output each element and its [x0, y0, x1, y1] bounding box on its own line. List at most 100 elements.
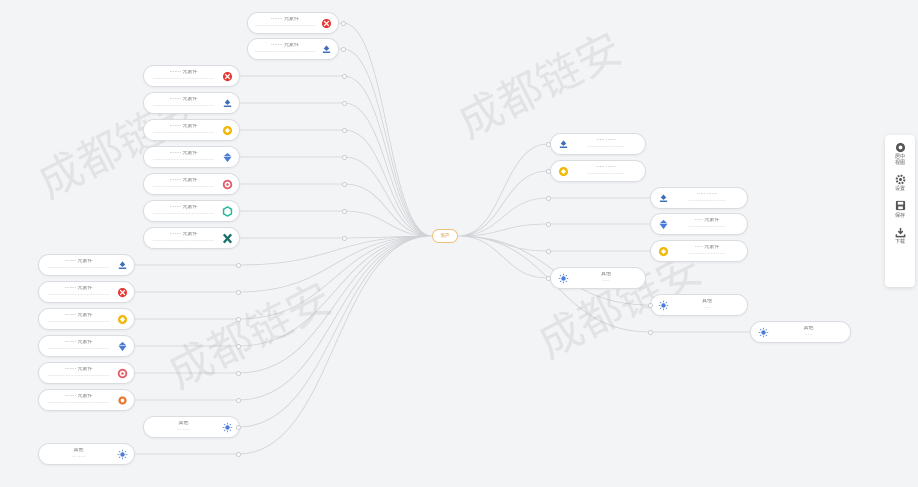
left-node[interactable]: ······· 元素件·····························… — [38, 281, 135, 303]
node-address: ········································… — [47, 373, 110, 379]
connection-line — [457, 170, 549, 237]
node-address: ········································… — [254, 49, 316, 55]
stack-icon — [320, 43, 332, 55]
node-title: ······· 元素件 — [169, 151, 198, 157]
right-node[interactable]: 其他····· — [550, 267, 646, 289]
connector-dot — [341, 208, 347, 214]
stack-icon — [116, 259, 128, 271]
connection-line — [457, 223, 549, 237]
connector-dot — [341, 73, 347, 79]
node-address: ··· ····· — [71, 454, 86, 460]
connection-line — [343, 183, 433, 237]
x-icon — [221, 232, 233, 244]
node-title: ······· 元素件 — [169, 124, 198, 130]
node-address: ····· — [804, 332, 813, 338]
center-view-button[interactable]: 居中 视图 — [890, 141, 910, 166]
node-title: ······· 元素件 — [64, 286, 93, 292]
node-text: ····· 元素件························· — [673, 245, 741, 257]
stack-icon — [221, 97, 233, 109]
node-text: ······· 元素件·····························… — [45, 340, 112, 352]
node-address: ········································… — [152, 211, 215, 217]
node-address: ········································… — [152, 76, 215, 82]
node-text: 其他··· ····· — [150, 421, 217, 433]
node-text: ······· 元素件·····························… — [45, 367, 112, 379]
left-node[interactable]: 其他··· ····· — [38, 443, 135, 465]
right-node[interactable]: ····· 元素件························· — [650, 240, 748, 262]
connection-line — [237, 235, 433, 401]
left-node[interactable]: ······· 元素件·····························… — [38, 362, 135, 384]
connector-dot — [235, 451, 241, 457]
left-node[interactable]: ······· 元素件·····························… — [38, 254, 135, 276]
spark-icon — [657, 299, 669, 311]
connection-line — [237, 235, 433, 320]
node-text: ····· ······························· — [673, 192, 741, 204]
connection-line — [457, 235, 549, 279]
connection-line — [237, 235, 433, 293]
connection-line — [237, 235, 433, 266]
node-title: ····· ······ — [596, 165, 616, 171]
stack-icon — [657, 192, 669, 204]
right-node[interactable]: ····· 元素件························· — [650, 213, 748, 235]
node-title: ····· ······ — [697, 192, 717, 198]
node-text: ······· 元素件·····························… — [45, 259, 112, 271]
left-node[interactable]: ······· 元素件·····························… — [247, 38, 339, 60]
left-node[interactable]: 其他··· ····· — [143, 416, 240, 438]
settings-button[interactable]: 设置 — [890, 173, 910, 193]
center-view-label: 居中 视图 — [894, 154, 905, 166]
download-button[interactable]: 下载 — [890, 226, 910, 246]
left-node[interactable]: ······· 元素件·····························… — [143, 119, 240, 141]
node-title: 其他 — [600, 272, 611, 278]
left-node[interactable]: ······· 元素件·····························… — [143, 146, 240, 168]
node-address: ··· ····· — [176, 427, 191, 433]
connector-dot — [341, 154, 347, 160]
left-node[interactable]: ······· 元素件·····························… — [247, 12, 339, 34]
right-node[interactable]: ····· ······························· — [550, 133, 646, 155]
right-node[interactable]: 其他····· — [650, 294, 748, 316]
right-node[interactable]: ····· ······························· — [650, 187, 748, 209]
download-icon — [894, 226, 906, 238]
left-node[interactable]: ······· 元素件·····························… — [143, 173, 240, 195]
node-title: 其他 — [803, 326, 814, 332]
connector-dot — [340, 46, 346, 52]
left-node[interactable]: ······· 元素件·····························… — [38, 389, 135, 411]
left-node[interactable]: ······· 元素件·····························… — [38, 308, 135, 330]
save-button[interactable]: 保存 — [890, 200, 910, 220]
save-label: 保存 — [894, 212, 905, 219]
node-text: ······· 元素件·····························… — [150, 178, 217, 190]
connection-line — [457, 143, 549, 237]
connection-line — [343, 75, 433, 237]
node-title: ······· 元素件 — [169, 178, 198, 184]
center-node[interactable]: 资产 — [432, 229, 458, 243]
connector-dot — [545, 168, 551, 174]
node-text: ······· 元素件·····························… — [45, 286, 112, 298]
node-text: 其他··· ····· — [45, 448, 112, 460]
diamond-icon — [657, 218, 669, 230]
gear-icon — [894, 173, 906, 185]
bnb-icon — [657, 245, 669, 257]
node-text: 其他····· — [673, 299, 741, 311]
connection-line — [342, 48, 433, 237]
connector-dot — [545, 248, 551, 254]
left-node[interactable]: ······· 元素件·····························… — [38, 335, 135, 357]
node-text: ····· ······························· — [573, 165, 639, 177]
left-node[interactable]: ······· 元素件·····························… — [143, 92, 240, 114]
left-node[interactable]: ······· 元素件·····························… — [143, 227, 240, 249]
left-node[interactable]: ······· 元素件·····························… — [143, 200, 240, 222]
right-node[interactable]: 其他····· — [750, 321, 851, 343]
left-node[interactable]: ······· 元素件·····························… — [143, 65, 240, 87]
node-address: ········································… — [152, 103, 215, 109]
right-node[interactable]: ····· ······························· — [550, 160, 646, 182]
connector-dot — [235, 289, 241, 295]
node-title: ······· 元素件 — [169, 232, 198, 238]
connection-line — [343, 156, 433, 237]
connector-dot — [235, 370, 241, 376]
node-title: ······· 元素件 — [169, 205, 198, 211]
connection-line — [343, 210, 433, 237]
node-address: ········································… — [152, 157, 215, 163]
node-title: ····· 元素件 — [694, 245, 720, 251]
connector-dot — [545, 221, 551, 227]
node-address: ········································… — [47, 400, 110, 406]
node-title: 其他 — [73, 448, 84, 454]
